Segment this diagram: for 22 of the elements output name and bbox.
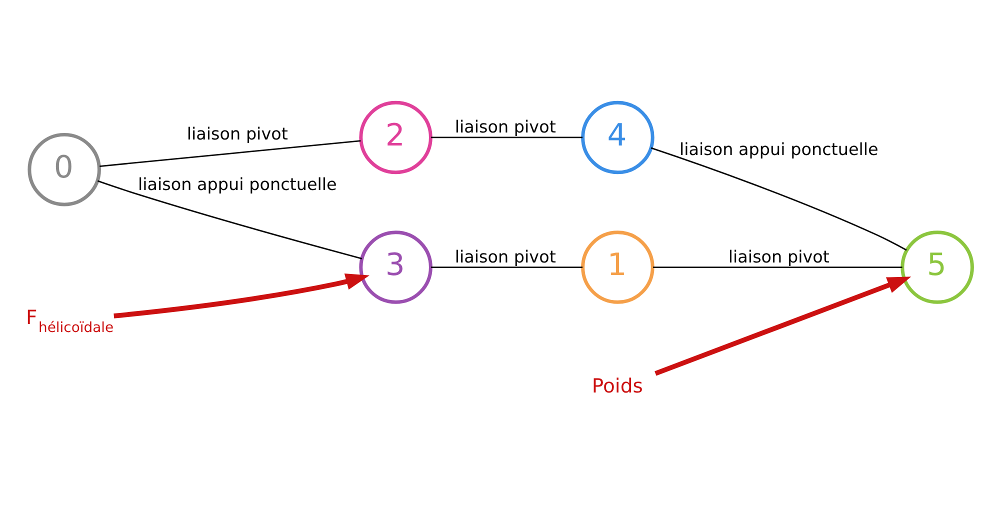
connector [100,140,361,166]
node-circle: 1 [581,230,654,304]
connector [650,146,907,250]
edge-label: liaison appui ponctuelle [138,173,337,194]
connector [97,180,362,259]
node-circle: 4 [581,100,654,174]
edge-label: liaison pivot [454,116,556,136]
node-circle: 3 [359,230,432,304]
connector [653,266,902,268]
edge-label: liaison pivot [454,246,556,266]
edge-label: liaison pivot [728,246,830,266]
connector [430,266,583,268]
node-circle: 2 [359,100,432,174]
edge-label: liaison pivot [186,123,288,144]
arrow [654,276,912,376]
node-text: F$_{hélicoïdale}$ [26,306,114,336]
node-text: Poids [592,374,643,397]
edge-label: liaison appui ponctuelle [679,138,878,159]
node-circle: 0 [28,132,101,206]
node-circle: 5 [900,230,974,304]
connector [430,136,583,138]
arrow [114,273,370,318]
